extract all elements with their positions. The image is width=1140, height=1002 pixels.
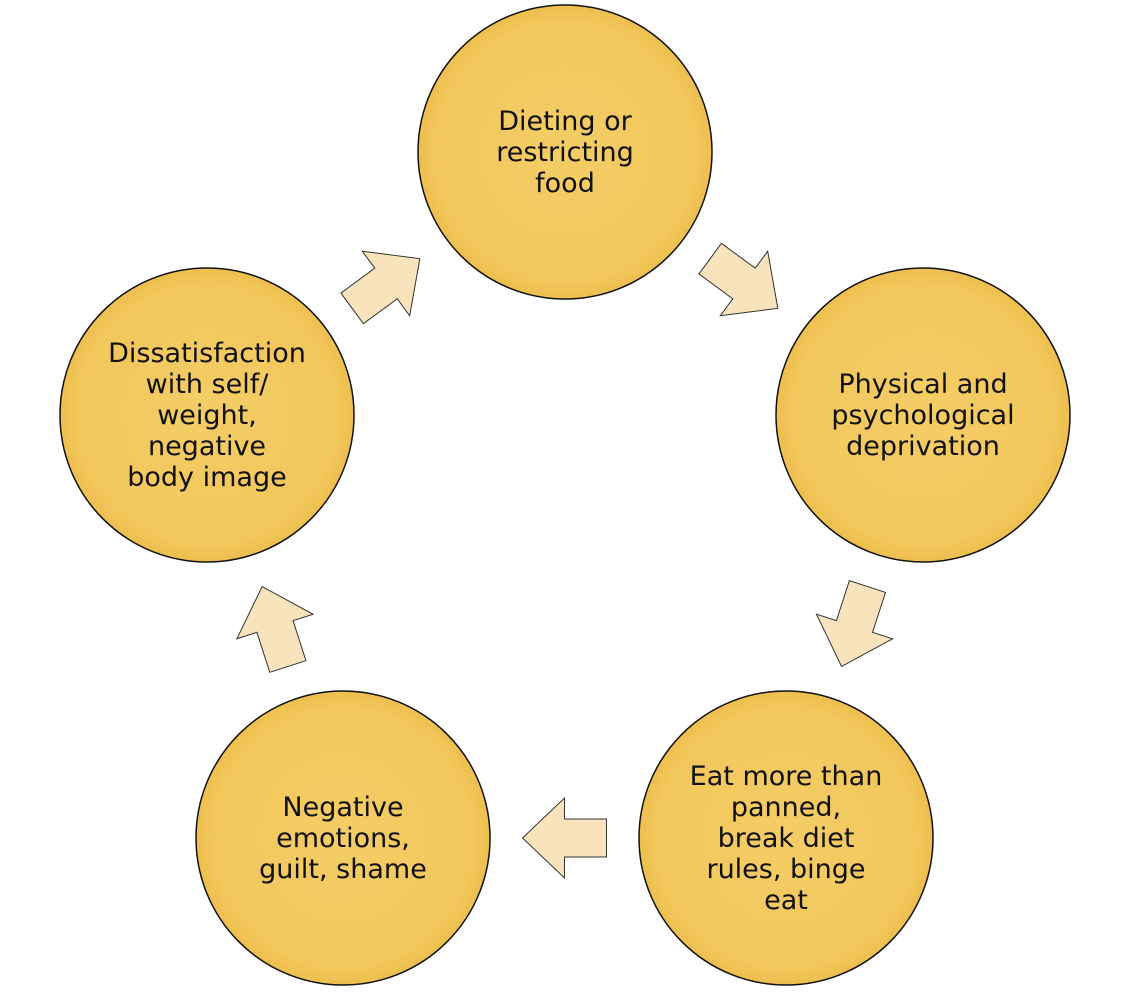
node-circle-dissatisfaction (59, 267, 355, 563)
arrow-binge-to-emotions (521, 796, 607, 880)
node-circle-emotions (195, 690, 491, 986)
arrow-emotions-to-dissatisfaction (235, 585, 315, 673)
node-circle-binge (638, 690, 934, 986)
arrow-deprivation-to-binge (815, 580, 894, 668)
arrow-dissatisfaction-to-dieting (340, 250, 421, 325)
node-circle-deprivation (775, 267, 1071, 563)
arrow-dieting-to-deprivation (698, 242, 779, 317)
node-circle-dieting (417, 4, 713, 300)
